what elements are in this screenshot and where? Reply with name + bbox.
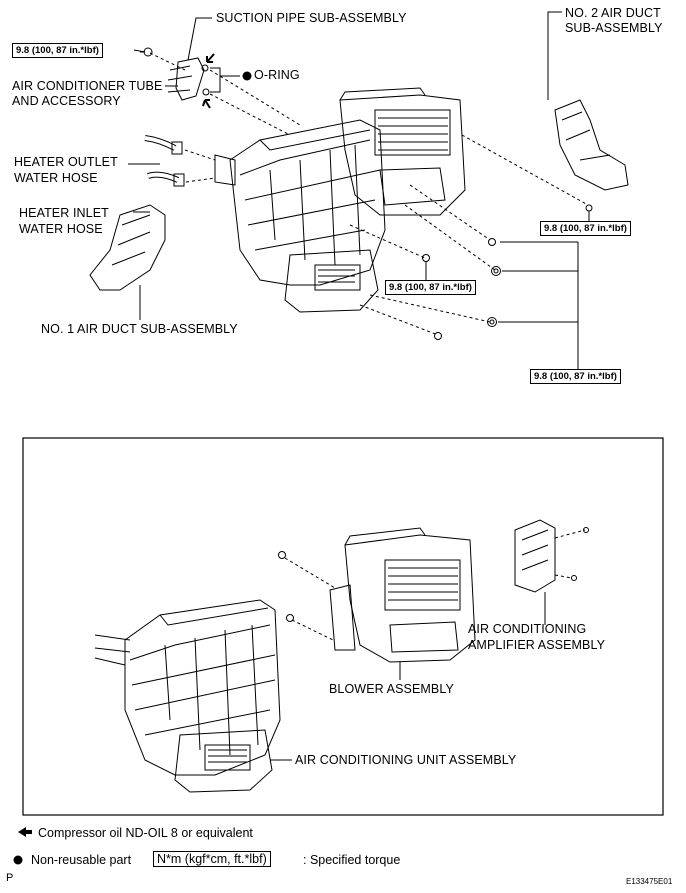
ac-unit-top-part [214, 119, 386, 313]
torque-spec-1: 9.8 (100, 87 in.*lbf) [12, 43, 103, 58]
suction-pipe-leader [187, 17, 212, 61]
screw-2 [571, 575, 577, 581]
legend-non-reusable: Non-reusable part [31, 853, 132, 867]
no2-air-duct-part [554, 99, 629, 191]
amplifier-part [514, 519, 556, 593]
hose-clamp-2 [173, 173, 185, 187]
oil-arrow-2 [202, 99, 211, 109]
torque-spec-2: 9.8 (100, 87 in.*lbf) [540, 221, 631, 236]
label-amplifier-1: AIR CONDITIONING [468, 622, 587, 636]
label-amplifier-2: AMPLIFIER ASSEMBLY [468, 638, 606, 652]
nut-2 [487, 317, 497, 327]
page-marker: P [6, 872, 14, 884]
label-ac-tube-2: AND ACCESSORY [12, 94, 121, 108]
oil-arrow-1 [206, 53, 215, 63]
legend-torque-unit: N*m (kgf*cm, ft.*lbf) [153, 851, 271, 867]
label-no1-duct: NO. 1 AIR DUCT SUB-ASSEMBLY [41, 322, 238, 336]
no1-air-duct-part [89, 204, 166, 291]
label-no2-duct-2: SUB-ASSEMBLY [565, 21, 663, 35]
non-reusable-dot-icon [13, 855, 23, 865]
label-blower: BLOWER ASSEMBLY [329, 682, 454, 696]
bolt-6 [278, 551, 286, 559]
label-suction-pipe: SUCTION PIPE SUB-ASSEMBLY [216, 11, 407, 25]
label-ac-unit: AIR CONDITIONING UNIT ASSEMBLY [295, 753, 517, 767]
label-heater-outlet-2: WATER HOSE [14, 171, 98, 185]
legend-specified-torque: : Specified torque [303, 853, 401, 867]
ac-unit-bottom-part [94, 599, 281, 793]
oil-arrow-legend-icon [18, 827, 32, 837]
screw-1 [583, 527, 589, 533]
torque-spec-4: 9.8 (100, 87 in.*lbf) [530, 369, 621, 384]
legend-oil: Compressor oil ND-OIL 8 or equivalent [38, 826, 253, 840]
label-no2-duct-1: NO. 2 AIR DUCT [565, 6, 661, 20]
nut-1 [491, 266, 501, 276]
bolt-2 [585, 204, 593, 212]
figure-code: E133475E01 [626, 877, 673, 886]
label-ac-tube-1: AIR CONDITIONER TUBE [12, 79, 163, 93]
bolt-4 [434, 332, 442, 340]
bolt-3 [488, 238, 496, 246]
bolt-5 [422, 254, 430, 262]
bolt-1 [140, 47, 153, 57]
blower-bottom-part [329, 527, 476, 663]
label-heater-inlet-1: HEATER INLET [19, 206, 109, 220]
o-ring-dot-icon [242, 71, 252, 81]
hose-clamp-1 [171, 141, 183, 155]
o-ring-2 [202, 88, 210, 96]
o-ring-1 [201, 64, 209, 72]
label-heater-inlet-2: WATER HOSE [19, 222, 103, 236]
blower-top-part [339, 87, 466, 216]
torque-spec-3: 9.8 (100, 87 in.*lbf) [385, 280, 476, 295]
bolt-7 [286, 614, 294, 622]
detail-frame [22, 437, 664, 816]
suction-pipe-part [175, 57, 205, 101]
label-o-ring: O-RING [254, 68, 300, 82]
label-heater-outlet-1: HEATER OUTLET [14, 155, 118, 169]
